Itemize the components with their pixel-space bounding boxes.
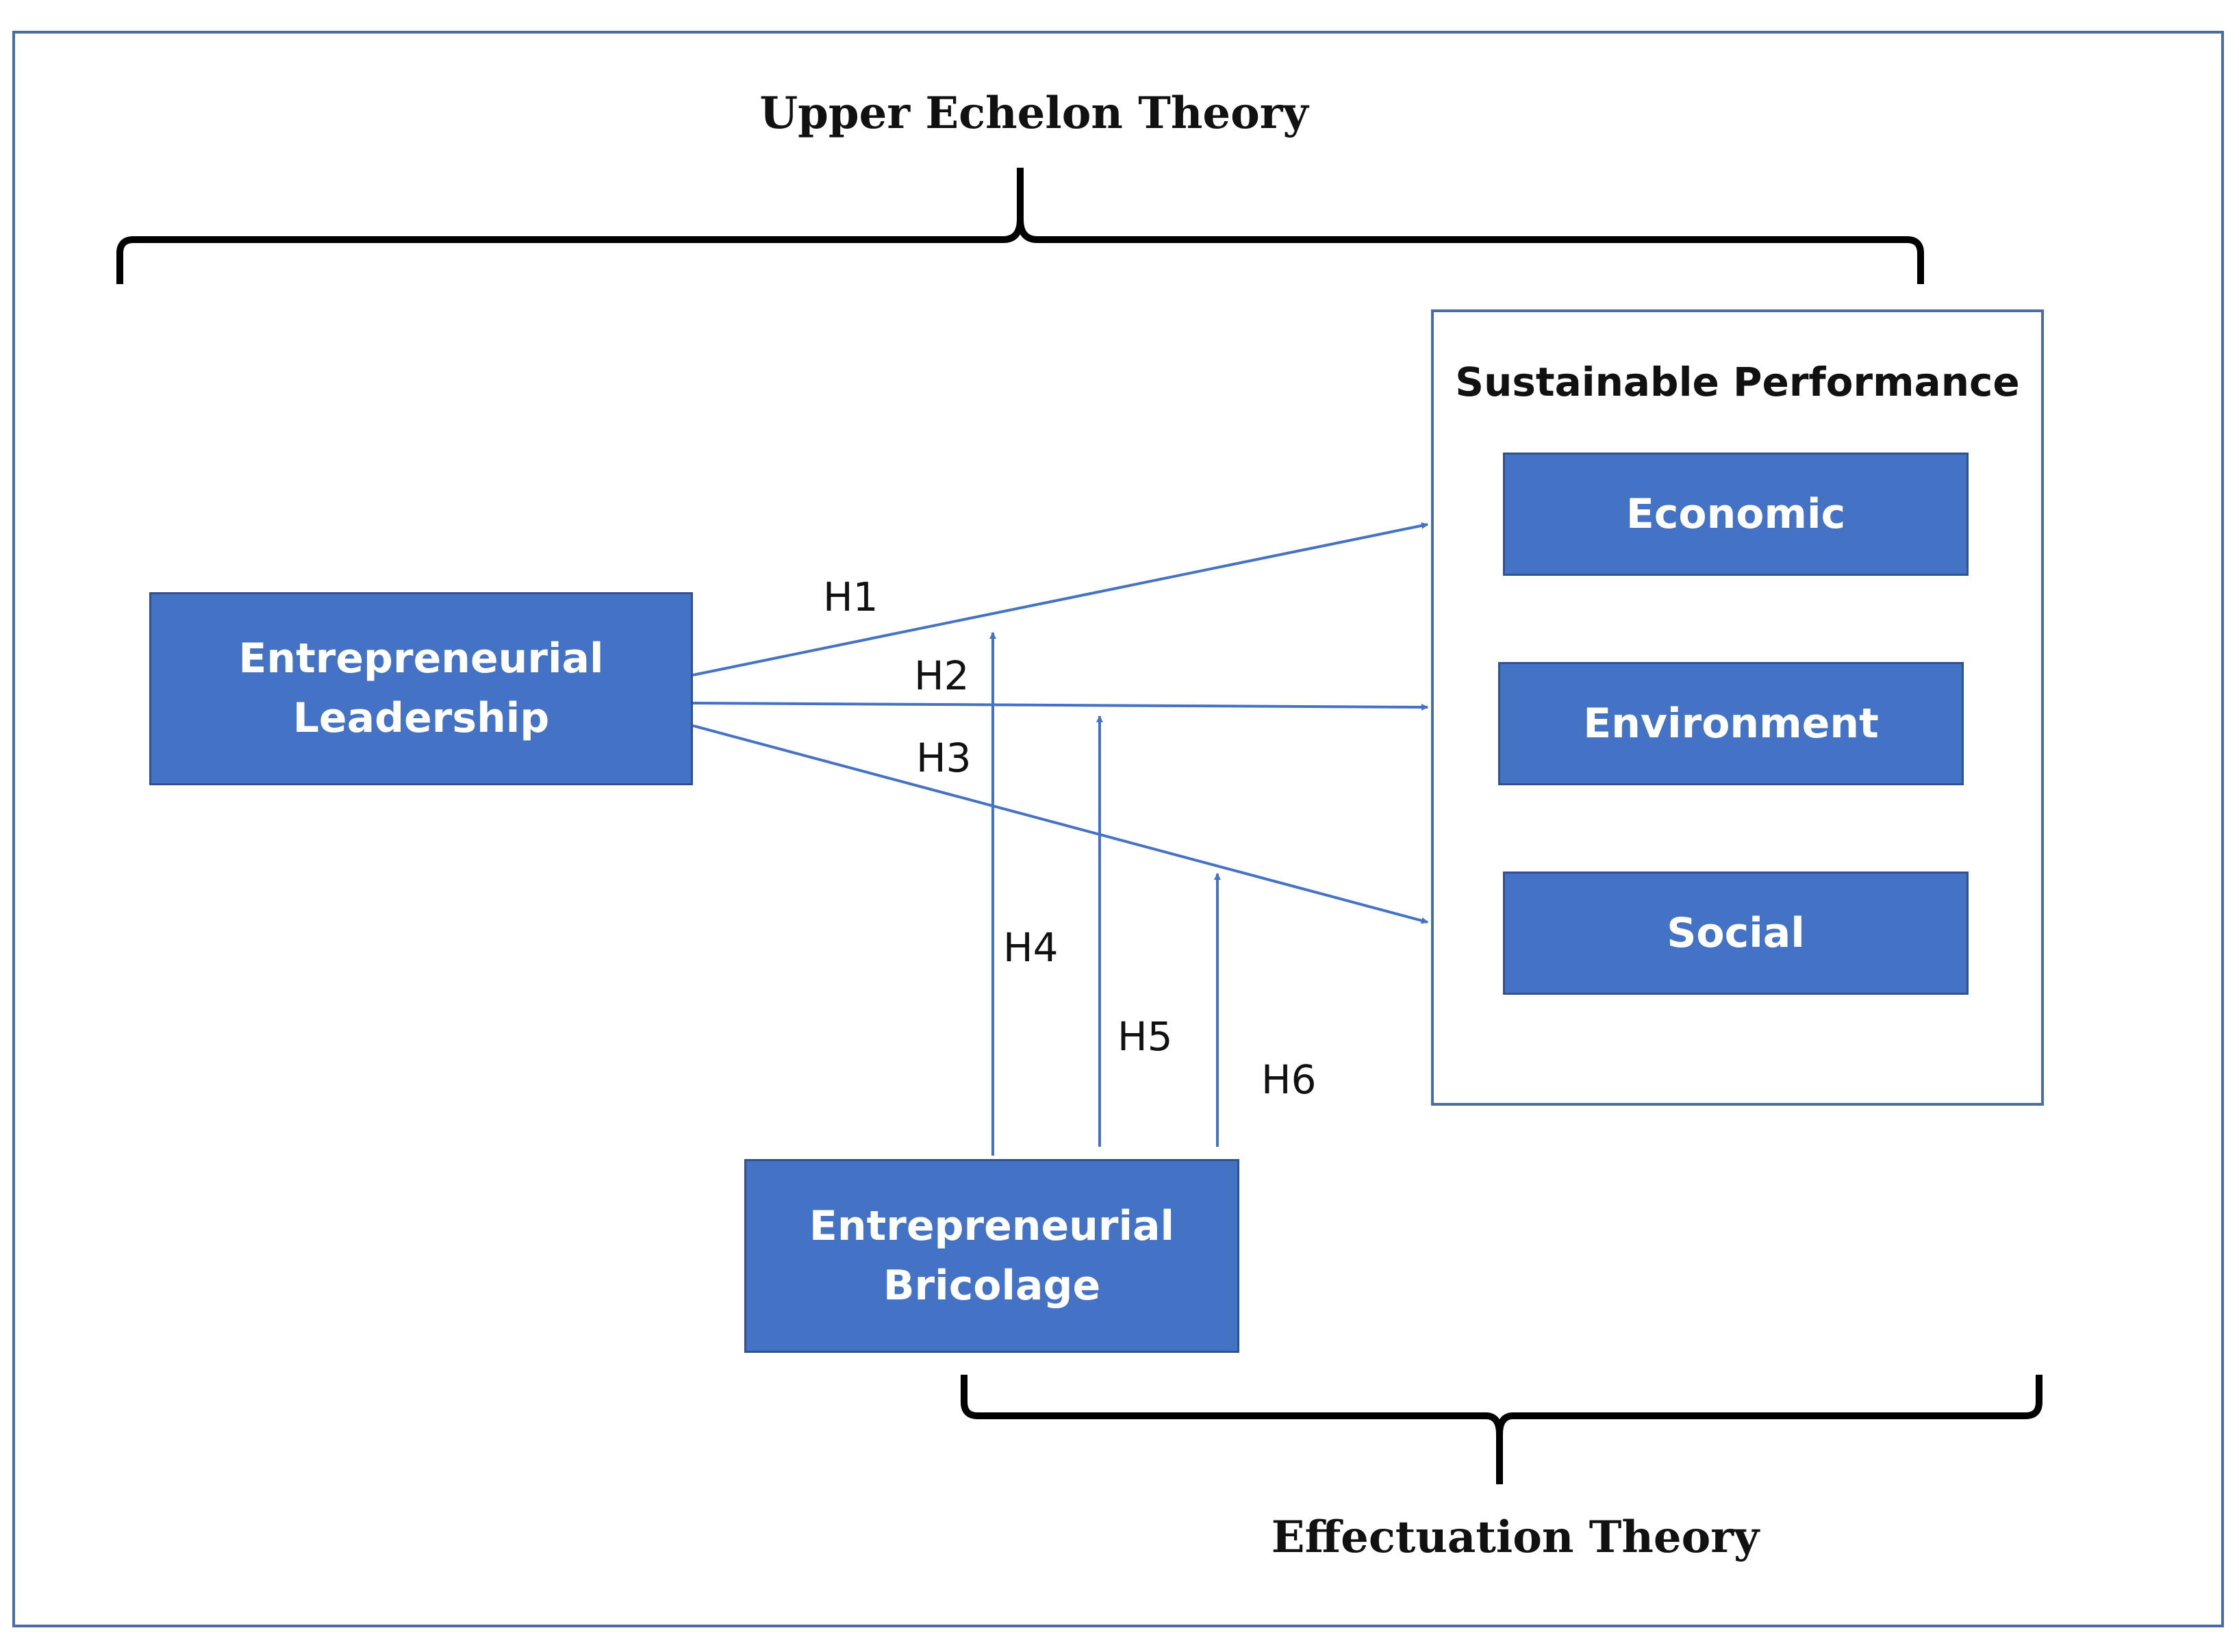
effectuation-bracket	[961, 1375, 2042, 1484]
effectuation-theory-label: Effectuation Theory	[1271, 1512, 1760, 1563]
upper-echelon-bracket	[116, 168, 1924, 284]
economic-label: Economic	[1626, 490, 1846, 538]
environment-label: Environment	[1583, 699, 1879, 748]
h2-label: H2	[914, 652, 970, 699]
social-box: Social	[1503, 872, 1969, 995]
economic-box: Economic	[1503, 453, 1969, 576]
h1-label: H1	[823, 574, 878, 620]
social-label: Social	[1667, 908, 1805, 957]
h4-label: H4	[1003, 924, 1059, 971]
arrow-h2	[692, 702, 1428, 711]
entrepreneurial-bricolage-box: Entrepreneurial Bricolage	[744, 1159, 1239, 1353]
h3-label: H3	[916, 735, 972, 781]
entrepreneurial-leadership-box: Entrepreneurial Leadership	[149, 592, 693, 785]
sustainable-performance-title: Sustainable Performance	[1455, 359, 2020, 405]
arrow-h3	[692, 724, 1428, 924]
leadership-line-1: Entrepreneurial	[238, 635, 604, 683]
h6-label: H6	[1261, 1056, 1317, 1103]
bricolage-line-2: Bricolage	[883, 1261, 1101, 1310]
outer-frame	[12, 31, 2224, 1627]
upper-echelon-theory-label: Upper Echelon Theory	[759, 88, 1308, 139]
bricolage-line-1: Entrepreneurial	[809, 1202, 1175, 1250]
leadership-line-2: Leadership	[292, 694, 550, 742]
environment-box: Environment	[1498, 662, 1964, 785]
arrow-h1	[692, 522, 1428, 676]
h5-label: H5	[1117, 1013, 1173, 1060]
